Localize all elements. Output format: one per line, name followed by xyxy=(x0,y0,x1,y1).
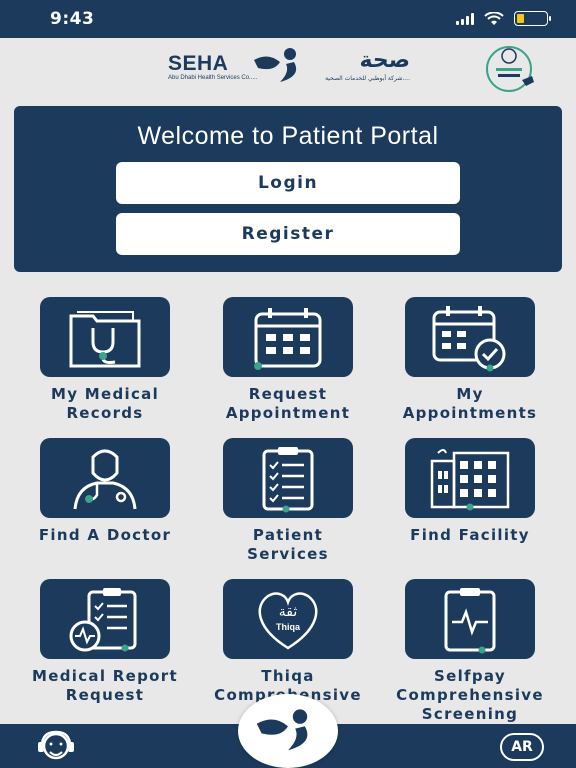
tile-icon-box xyxy=(40,579,170,659)
register-button[interactable]: Register xyxy=(116,213,460,255)
tile-patient-services[interactable]: Patient Services xyxy=(196,438,380,564)
welcome-title: Welcome to Patient Portal xyxy=(137,122,439,150)
wifi-icon xyxy=(484,11,504,25)
calendar-check-icon xyxy=(432,306,506,372)
status-icons xyxy=(456,11,551,26)
tile-thiqa-comprehensive[interactable]: ثقة Thiqa Thiqa Comprehensive xyxy=(196,579,380,705)
tile-label: Find A Doctor xyxy=(13,526,197,545)
tile-icon-box: ثقة Thiqa xyxy=(223,579,353,659)
tile-icon-box xyxy=(40,297,170,377)
tile-label-line: Request xyxy=(248,385,328,403)
tile-label: Medical Report Request xyxy=(13,667,197,705)
tile-selfpay-comprehensive-screening[interactable]: Selfpay Comprehensive Screening xyxy=(378,579,562,724)
tile-label-line: Thiqa xyxy=(261,667,315,685)
seha-mark-icon xyxy=(256,709,308,751)
login-button[interactable]: Login xyxy=(116,162,460,204)
calendar-icon xyxy=(254,308,322,370)
tile-label-line: My xyxy=(456,385,484,403)
tile-label-line: My Medical xyxy=(50,385,160,403)
tile-label-line: Appointments xyxy=(402,404,538,422)
tile-icon-box xyxy=(405,579,535,659)
tile-label: Selfpay Comprehensive Screening xyxy=(378,667,562,724)
seha-logo: SEHA Abu Dhabi Health Services Co..... ص… xyxy=(168,44,414,92)
language-toggle-button[interactable]: AR xyxy=(500,733,544,761)
tile-label-line: Medical Report xyxy=(32,667,178,685)
tile-label: Request Appointment xyxy=(196,385,380,423)
tile-request-appointment[interactable]: Request Appointment xyxy=(196,297,380,423)
tile-label-line: Comprehensive xyxy=(396,686,544,704)
battery-icon xyxy=(514,11,551,26)
medical-records-icon xyxy=(69,311,141,368)
tile-label-line: Services xyxy=(247,545,329,563)
tile-label: My Medical Records xyxy=(13,385,197,423)
tile-my-appointments[interactable]: My Appointments xyxy=(378,297,562,423)
tile-label-line: Selfpay xyxy=(434,667,506,685)
tile-medical-report-request[interactable]: Medical Report Request xyxy=(13,579,197,705)
support-agent-icon[interactable] xyxy=(30,730,82,764)
logo-subtext-ar: شركة أبوظبي للخدمات الصحية.... xyxy=(325,75,410,82)
logo-subtext-en: Abu Dhabi Health Services Co..... xyxy=(168,75,258,81)
tile-icon-box xyxy=(405,297,535,377)
tile-label-line: Records xyxy=(66,404,144,422)
hotline-icon[interactable] xyxy=(482,40,540,98)
welcome-card: Welcome to Patient Portal Login Register xyxy=(14,106,562,272)
tile-label: My Appointments xyxy=(378,385,562,423)
tile-label-line: Find Facility xyxy=(410,526,530,544)
tile-label: Patient Services xyxy=(196,526,380,564)
tile-icon-box xyxy=(40,438,170,518)
seha-mark-icon xyxy=(254,48,297,82)
tile-icon-box xyxy=(223,438,353,518)
tile-find-facility[interactable]: Find Facility xyxy=(378,438,562,545)
tile-find-a-doctor[interactable]: Find A Doctor xyxy=(13,438,197,545)
clipboard-checklist-icon xyxy=(262,447,314,513)
tile-my-medical-records[interactable]: My Medical Records xyxy=(13,297,197,423)
home-button[interactable] xyxy=(238,694,338,768)
status-bar: 9:43 xyxy=(0,0,576,38)
app-header: SEHA Abu Dhabi Health Services Co..... ص… xyxy=(0,38,576,100)
tile-label-line: Appointment xyxy=(225,404,351,422)
doctor-icon xyxy=(73,449,137,510)
tile-label-line: Find A Doctor xyxy=(38,526,172,544)
tile-label-line: Screening xyxy=(421,705,519,723)
tile-label: Find Facility xyxy=(378,526,562,545)
heartbeat-clipboard-icon xyxy=(444,588,496,654)
signal-icon xyxy=(456,12,474,25)
medical-report-icon xyxy=(69,588,137,652)
tile-icon-box xyxy=(223,297,353,377)
tile-label-line: Request xyxy=(65,686,145,704)
tile-icon-box xyxy=(405,438,535,518)
thiqa-icon-text: Thiqa xyxy=(276,622,301,632)
tile-label-line: Patient xyxy=(252,526,324,544)
thiqa-heart-icon: ثقة Thiqa xyxy=(258,592,318,650)
logo-text-en: SEHA xyxy=(168,52,229,75)
status-time: 9:43 xyxy=(50,9,95,29)
svg-text:ثقة: ثقة xyxy=(279,604,298,620)
building-icon xyxy=(430,449,510,511)
logo-text-ar: صحة xyxy=(359,48,410,73)
